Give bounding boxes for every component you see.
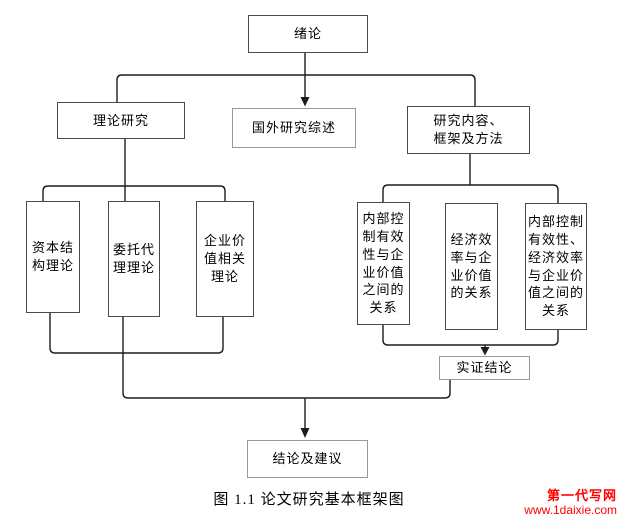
edge-top-branch (116, 74, 476, 106)
watermark-url: www.1daixie.com (524, 502, 617, 517)
node-efficiency-value: 经济效 率与企 业价值 的关系 (445, 203, 498, 330)
node-intro: 绪论 (248, 15, 368, 53)
node-enterprise-value-theory: 企业价 值相关 理论 (196, 201, 254, 317)
arrowhead-conclusion (300, 428, 310, 438)
arrowhead-empirical (480, 347, 490, 356)
arrowhead-foreign (300, 97, 310, 107)
edge-right-merge-bar (382, 325, 559, 346)
figure-caption: 图 1.1 论文研究基本框架图 (213, 492, 405, 508)
node-theory-research: 理论研究 (57, 102, 185, 139)
node-capital-structure-theory: 资本结 构理论 (26, 201, 80, 313)
node-ic-effectiveness-value: 内部控 制有效 性与企 业价值 之间的 关系 (357, 202, 410, 325)
node-agency-theory: 委托代 理理论 (108, 201, 160, 317)
edge-right-branch-bar (382, 184, 559, 203)
node-ic-efficiency-value: 内部控制 有效性、 经济效率 与企业价 值之间的 关系 (525, 203, 587, 330)
watermark: 第一代写网 www.1daixie.com (524, 488, 617, 518)
node-empirical-conclusion: 实证结论 (439, 356, 530, 380)
edge-bottom-rail (122, 353, 451, 399)
watermark-site-name: 第一代写网 (546, 488, 617, 503)
node-content-framework: 研究内容、 框架及方法 (407, 106, 530, 154)
node-foreign-review: 国外研究综述 (232, 108, 356, 148)
node-conclusion-suggestion: 结论及建议 (247, 440, 368, 478)
edge-left-branch-bar (42, 185, 226, 201)
edge-left-merge-bar (49, 313, 224, 354)
